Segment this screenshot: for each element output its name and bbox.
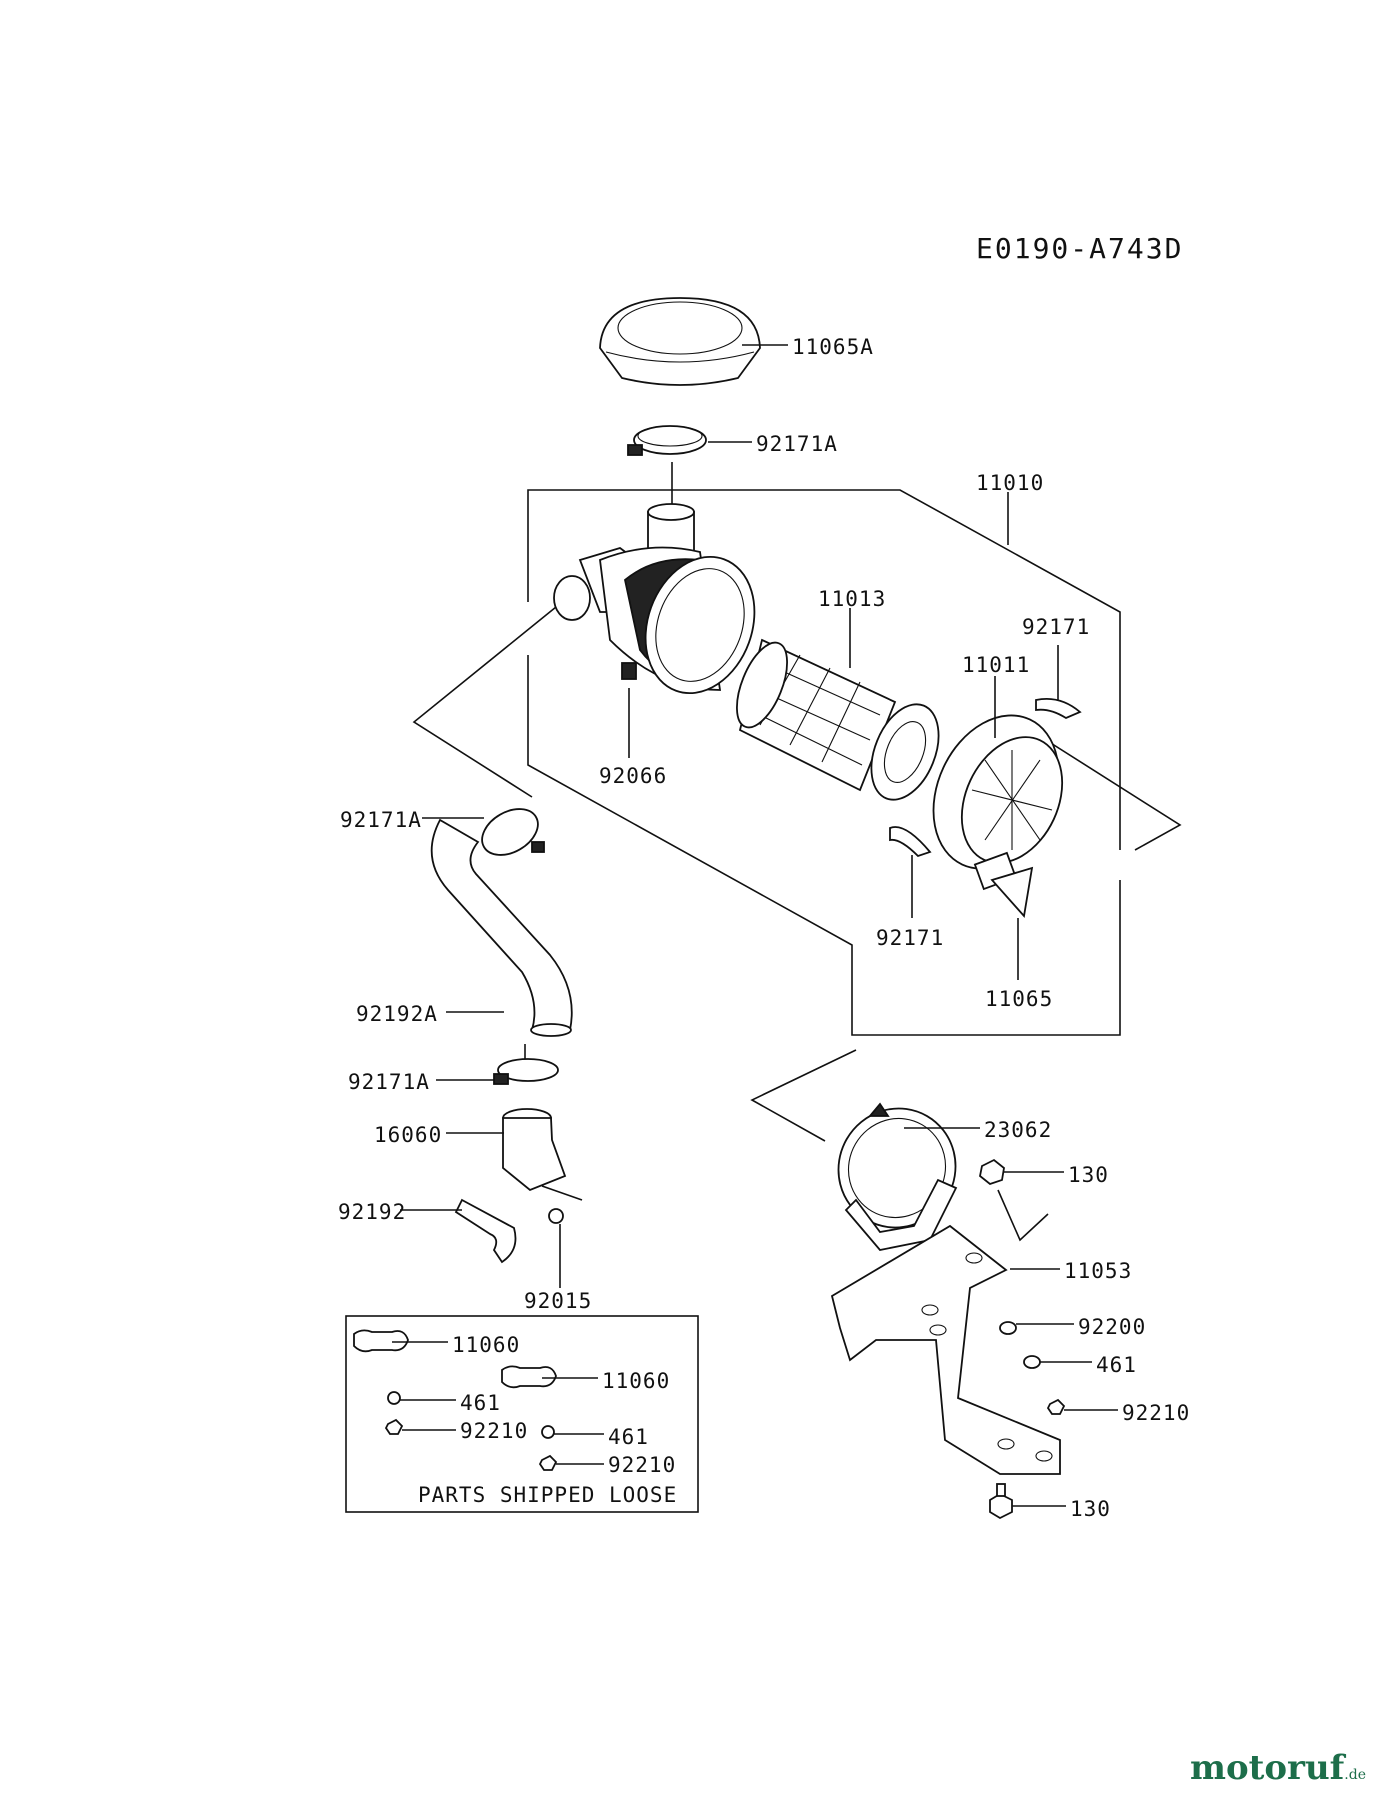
label-23062: 23062 [984, 1118, 1052, 1142]
part-92192-hose-drawing [454, 1198, 517, 1264]
part-11053-bracket-drawing [830, 1224, 1061, 1475]
label-11011: 11011 [962, 653, 1030, 677]
watermark-logo: motoruf.de [1190, 1748, 1366, 1788]
loose-parts-box: 11060 461 92210 11060 461 92210 PARTS SH… [345, 1315, 699, 1513]
label-92066: 92066 [599, 764, 667, 788]
label-92210-b: 92210 [608, 1453, 676, 1477]
label-92171A-top: 92171A [756, 432, 838, 456]
label-11060-a: 11060 [452, 1333, 520, 1357]
part-92171A-clamp-left-drawing [481, 808, 545, 856]
label-92171A-left: 92171A [340, 808, 422, 832]
connector-130-11053 [997, 1189, 1049, 1242]
connector-92015 [541, 1185, 583, 1201]
label-92171A-low: 92171A [348, 1070, 430, 1094]
part-92171-clip-low-drawing [889, 826, 932, 858]
label-11060-b: 11060 [602, 1369, 670, 1393]
watermark-tld: .de [1344, 1767, 1366, 1783]
part-461-washer-right-drawing [1023, 1355, 1041, 1369]
part-23062-band-drawing [837, 1102, 958, 1251]
part-11013-filter-drawing [736, 638, 940, 801]
label-11010: 11010 [976, 471, 1044, 495]
label-11065: 11065 [985, 987, 1053, 1011]
label-92015: 92015 [524, 1289, 592, 1313]
label-92171-right: 92171 [1022, 615, 1090, 639]
part-92171-clip-right-drawing [1035, 697, 1082, 720]
loose-box-title: PARTS SHIPPED LOOSE [418, 1483, 677, 1507]
label-92200: 92200 [1078, 1315, 1146, 1339]
label-461-b: 461 [608, 1425, 649, 1449]
part-11065-valve-drawing [990, 866, 1034, 919]
part-92200-washer-drawing [999, 1321, 1017, 1335]
part-11065A-cap-drawing [599, 297, 761, 386]
part-130-bolt-top-drawing [979, 1158, 1005, 1186]
part-16060-elbow-drawing [502, 1108, 567, 1192]
label-92210-a: 92210 [460, 1419, 528, 1443]
label-16060: 16060 [374, 1123, 442, 1147]
label-92192: 92192 [338, 1200, 406, 1224]
label-11065A: 11065A [792, 335, 874, 359]
label-92210-right: 92210 [1122, 1401, 1190, 1425]
part-air-cleaner-housing-drawing [553, 462, 756, 695]
part-92171A-clamp-low-drawing [493, 1058, 559, 1085]
label-461-a: 461 [460, 1391, 501, 1415]
label-461-right: 461 [1096, 1353, 1137, 1377]
part-92192A-hose-drawing [430, 818, 573, 1037]
part-130-bolt-bottom-drawing [989, 1483, 1013, 1520]
label-11053: 11053 [1064, 1259, 1132, 1283]
watermark-brand: motoruf [1190, 1748, 1345, 1788]
diagram-code: E0190-A743D [976, 232, 1183, 265]
connector-bracket [750, 1049, 857, 1142]
label-92171-low: 92171 [876, 926, 944, 950]
part-11011-cover-drawing [932, 714, 1064, 891]
label-130-top: 130 [1068, 1163, 1109, 1187]
label-92192A: 92192A [356, 1002, 438, 1026]
label-130-bottom: 130 [1070, 1497, 1111, 1521]
part-92210-nut-right-drawing [1046, 1398, 1066, 1415]
part-92015-nut-drawing [548, 1208, 564, 1224]
assembly-11010-outline [412, 489, 1182, 1036]
part-92171A-clamp-top-drawing [627, 425, 707, 456]
label-11013: 11013 [818, 587, 886, 611]
